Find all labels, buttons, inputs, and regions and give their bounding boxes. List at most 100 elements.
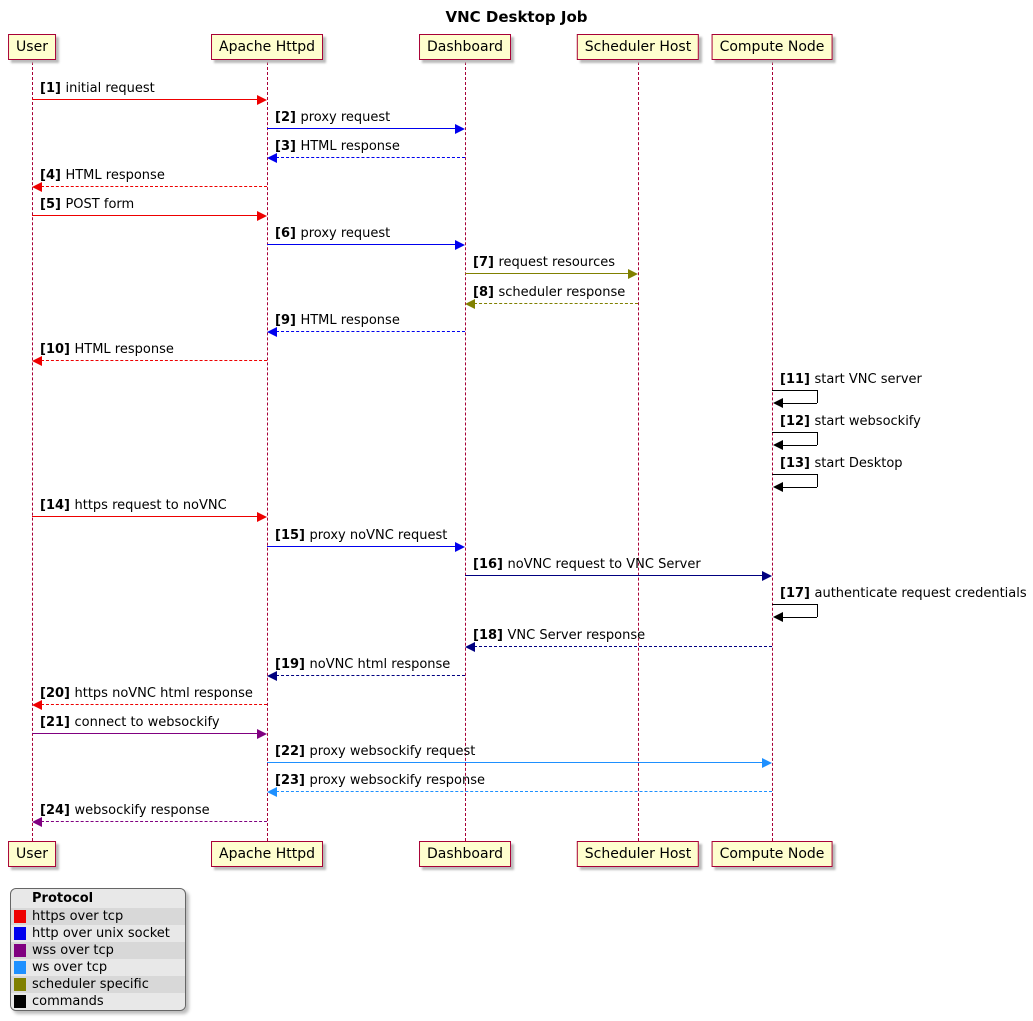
self-message-line xyxy=(782,445,817,446)
message-label: [22] proxy websockify request xyxy=(275,744,476,759)
message-line xyxy=(276,791,772,792)
message-line xyxy=(465,575,763,576)
black-protocol-swatch xyxy=(14,995,26,1008)
message-number: [3] xyxy=(275,139,301,154)
message-label: [19] noVNC html response xyxy=(275,657,451,672)
message-number: [8] xyxy=(473,285,499,300)
message-label: [13] start Desktop xyxy=(780,456,903,471)
message-label: [9] HTML response xyxy=(275,313,400,328)
legend-title: Protocol xyxy=(32,891,94,906)
message-label: [4] HTML response xyxy=(40,168,165,183)
message-line xyxy=(276,675,465,676)
message-label: [2] proxy request xyxy=(275,110,391,125)
legend-label: scheduler specific xyxy=(32,977,149,992)
red-protocol-swatch xyxy=(14,910,26,923)
message-line xyxy=(32,516,258,517)
message-line xyxy=(465,273,629,274)
message-line xyxy=(267,762,763,763)
legend-label: http over unix socket xyxy=(32,926,170,941)
message-number: [16] xyxy=(473,557,508,572)
message-label: [7] request resources xyxy=(473,255,616,270)
message-line xyxy=(474,646,772,647)
arrowhead xyxy=(32,817,42,827)
arrowhead xyxy=(465,642,475,652)
message-number: [21] xyxy=(40,715,75,730)
self-message-line xyxy=(817,604,818,617)
arrowhead xyxy=(773,482,783,492)
arrowhead xyxy=(773,398,783,408)
message-line xyxy=(32,99,258,100)
message-number: [17] xyxy=(780,586,815,601)
olive-protocol-swatch xyxy=(14,978,26,991)
legend-row: wss over tcp xyxy=(11,942,185,959)
message-number: [7] xyxy=(473,255,499,270)
dodger-protocol-swatch xyxy=(14,961,26,974)
message-label: [10] HTML response xyxy=(40,342,174,357)
message-line xyxy=(267,128,456,129)
participant-box: User xyxy=(8,34,56,60)
self-message-line xyxy=(817,432,818,445)
arrowhead xyxy=(32,182,42,192)
message-number: [12] xyxy=(780,414,815,429)
message-label: [11] start VNC server xyxy=(780,372,922,387)
message-label: [23] proxy websockify response xyxy=(275,773,485,788)
arrowhead xyxy=(628,269,638,279)
participant-box: Scheduler Host xyxy=(576,34,700,60)
arrowhead xyxy=(773,440,783,450)
message-label: [8] scheduler response xyxy=(473,285,626,300)
message-line xyxy=(267,244,456,245)
message-label: [21] connect to websockify xyxy=(40,715,220,730)
message-label: [18] VNC Server response xyxy=(473,628,646,643)
message-line xyxy=(32,215,258,216)
self-message-line xyxy=(817,390,818,403)
arrowhead xyxy=(32,356,42,366)
message-number: [20] xyxy=(40,686,75,701)
lifeline xyxy=(772,62,773,841)
message-label: [6] proxy request xyxy=(275,226,391,241)
legend-label: wss over tcp xyxy=(32,943,114,958)
diagram-title: VNC Desktop Job xyxy=(445,8,588,26)
participant-box: Scheduler Host xyxy=(576,841,700,867)
lifeline xyxy=(638,62,639,841)
legend-row: https over tcp xyxy=(11,908,185,925)
participant-box: Compute Node xyxy=(711,34,833,60)
arrowhead xyxy=(455,124,465,134)
arrowhead xyxy=(257,729,267,739)
arrowhead xyxy=(762,571,772,581)
message-number: [9] xyxy=(275,313,301,328)
self-message-line xyxy=(772,604,817,605)
participant-box: Apache Httpd xyxy=(211,841,323,867)
message-number: [1] xyxy=(40,81,66,96)
message-number: [13] xyxy=(780,456,815,471)
self-message-line xyxy=(782,487,817,488)
arrowhead xyxy=(267,153,277,163)
legend-row: scheduler specific xyxy=(11,976,185,993)
arrowhead xyxy=(257,211,267,221)
message-number: [15] xyxy=(275,528,310,543)
self-message-line xyxy=(772,432,817,433)
message-line xyxy=(276,331,465,332)
message-number: [2] xyxy=(275,110,301,125)
participant-box: User xyxy=(8,841,56,867)
message-label: [17] authenticate request credentials xyxy=(780,586,1027,601)
message-number: [24] xyxy=(40,803,75,818)
message-number: [23] xyxy=(275,773,310,788)
lifeline xyxy=(267,62,268,841)
arrowhead xyxy=(257,512,267,522)
legend-row: commands xyxy=(11,993,185,1010)
purple-protocol-swatch xyxy=(14,944,26,957)
message-label: [12] start websockify xyxy=(780,414,921,429)
message-line xyxy=(474,303,638,304)
arrowhead xyxy=(455,542,465,552)
message-label: [15] proxy noVNC request xyxy=(275,528,448,543)
message-number: [4] xyxy=(40,168,66,183)
arrowhead xyxy=(773,612,783,622)
message-number: [14] xyxy=(40,498,75,513)
message-label: [16] noVNC request to VNC Server xyxy=(473,557,701,572)
blue-protocol-swatch xyxy=(14,927,26,940)
self-message-line xyxy=(772,474,817,475)
message-label: [3] HTML response xyxy=(275,139,400,154)
participant-box: Compute Node xyxy=(711,841,833,867)
message-number: [22] xyxy=(275,744,310,759)
